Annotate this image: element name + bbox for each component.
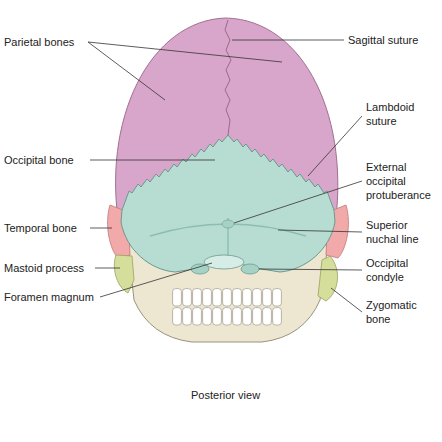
leader-line <box>308 116 362 176</box>
protuberance-bump <box>222 220 234 228</box>
part-label: Sagittal suture <box>348 33 418 47</box>
leader-line <box>234 181 362 223</box>
leader-line <box>232 40 344 41</box>
part-label: Parietal bones <box>4 35 74 49</box>
part-label: Zygomatic bone <box>366 298 436 326</box>
leader-line <box>95 268 120 269</box>
occipital-condyle-shape <box>241 264 259 274</box>
foramen-magnum-shape <box>204 255 244 269</box>
leader-line <box>331 288 362 312</box>
part-label: Lambdoid suture <box>366 100 436 128</box>
occipital-condyle-shape <box>191 264 209 274</box>
part-label: Occipital bone <box>4 153 74 167</box>
leader-line <box>259 269 362 270</box>
leader-line <box>90 228 112 229</box>
part-label: Superior nuchal line <box>366 218 436 246</box>
leader-line <box>88 42 282 62</box>
leader-line <box>90 160 215 161</box>
part-label: Occipital condyle <box>366 256 436 284</box>
part-label: Mastoid process <box>4 261 84 275</box>
part-label: External occipital protuberance <box>366 160 436 202</box>
leader-line <box>278 230 362 232</box>
sagittal-suture-line <box>225 20 231 135</box>
occipital-bone-shape <box>121 135 335 272</box>
part-label: Temporal bone <box>4 221 77 235</box>
leader-line <box>88 42 165 100</box>
zygomatic-bone-shape <box>318 256 338 301</box>
leader-line <box>100 263 212 297</box>
caption: Posterior view <box>191 388 260 402</box>
teeth-row <box>172 288 282 326</box>
part-label: Foramen magnum <box>4 290 94 304</box>
